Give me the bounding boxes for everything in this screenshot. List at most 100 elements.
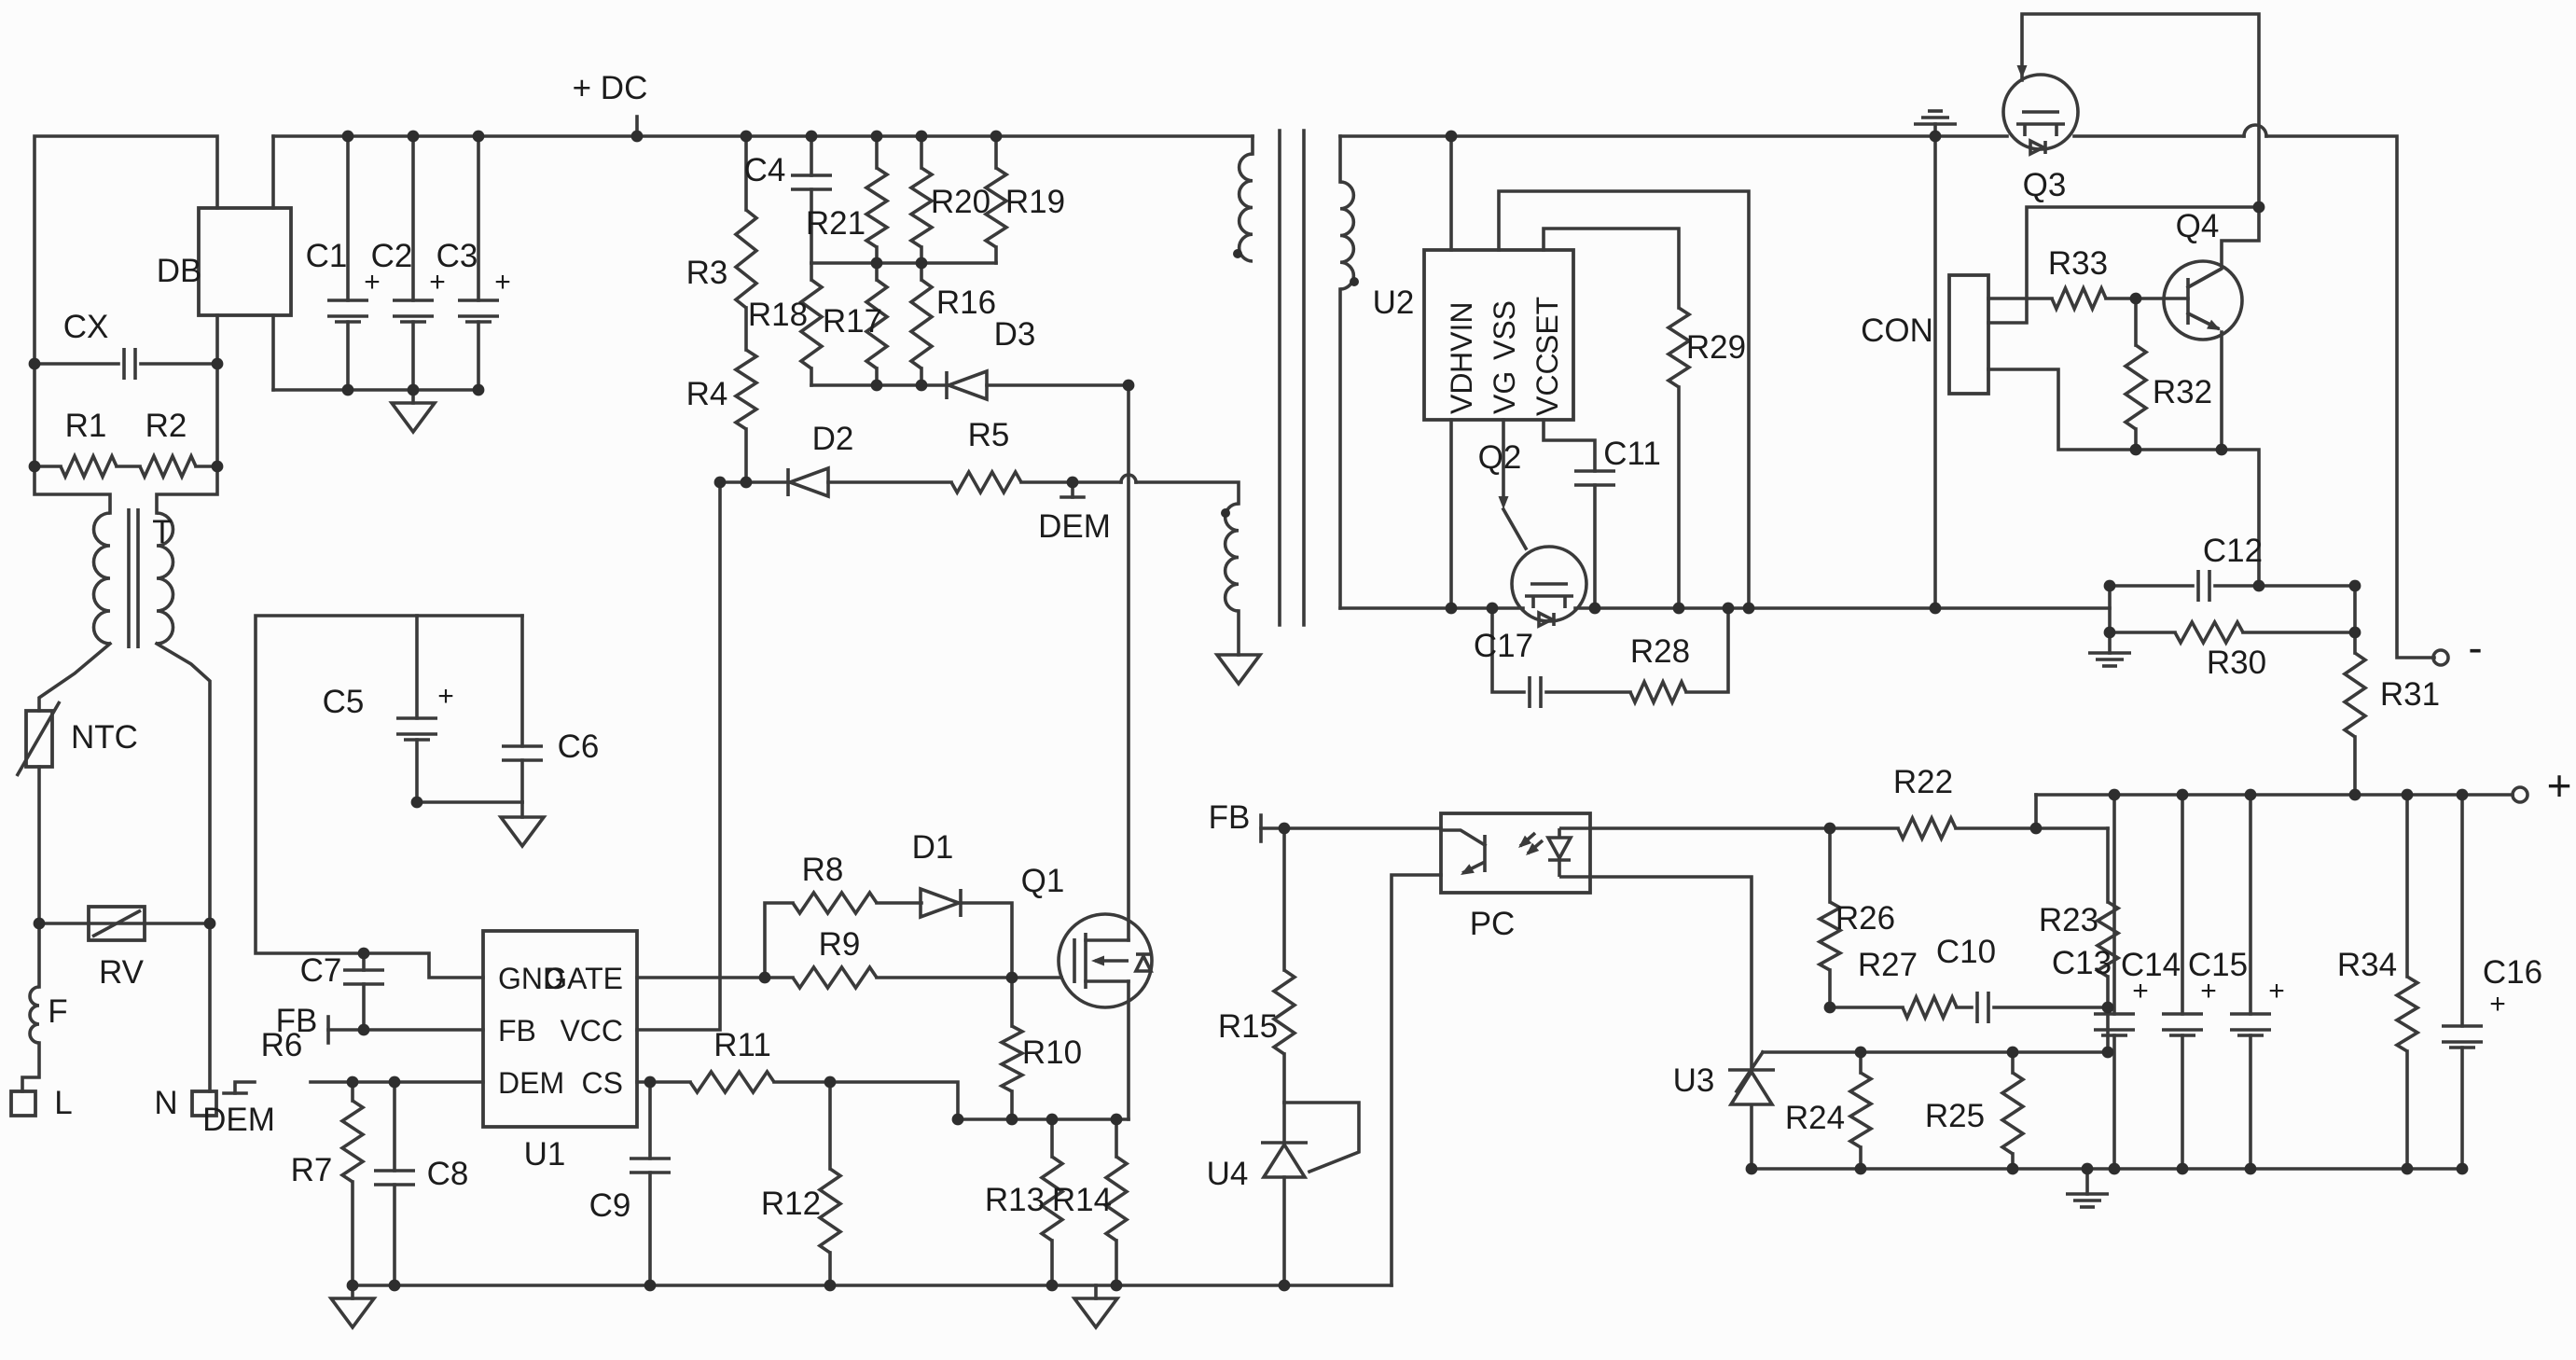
label-f: F: [48, 993, 67, 1030]
label-ntc: NTC: [71, 719, 138, 756]
label-u1gnd: GND: [498, 962, 564, 995]
label-c14p: +: [2200, 976, 2217, 1006]
label-c1: C1: [306, 238, 348, 274]
components-layer: [9, 65, 2529, 1331]
label-db: DB: [157, 253, 202, 289]
label-n: N: [154, 1085, 177, 1121]
label-c6: C6: [558, 729, 600, 765]
label-c15: C15: [2188, 947, 2248, 983]
label-u2vg: VG: [1488, 371, 1521, 414]
label-u1cs: CS: [582, 1066, 623, 1100]
label-u2set: SET: [1530, 297, 1564, 354]
label-r8: R8: [802, 852, 844, 888]
label-c2p: +: [429, 267, 446, 298]
label-r21: R21: [806, 205, 866, 242]
label-r29: R29: [1686, 329, 1746, 366]
label-u1vcc: VCC: [560, 1014, 623, 1048]
label-q2: Q2: [1478, 439, 1522, 476]
label-q4: Q4: [2176, 208, 2220, 244]
label-r14: R14: [1052, 1182, 1112, 1218]
label-r2: R2: [145, 408, 187, 444]
label-r4: R4: [686, 376, 728, 412]
label-c17: C17: [1474, 628, 1533, 664]
label-r16: R16: [936, 284, 996, 321]
label-r31: R31: [2380, 676, 2440, 713]
label-u1gate: GATE: [544, 962, 623, 995]
label-c16p: +: [2489, 989, 2506, 1020]
label-c2: C2: [371, 238, 413, 274]
label-d1: D1: [912, 829, 954, 866]
label-c14: C14: [2121, 947, 2181, 983]
label-c12: C12: [2203, 533, 2263, 569]
label-r13: R13: [985, 1182, 1045, 1218]
label-r10: R10: [1022, 1034, 1082, 1071]
label-r15: R15: [1218, 1008, 1278, 1045]
label-r30: R30: [2207, 645, 2266, 681]
label-demm: DEM: [1038, 508, 1111, 545]
label-r9: R9: [819, 926, 861, 963]
label-c11: C11: [1603, 436, 1661, 472]
label-t: T: [152, 514, 172, 550]
label-c1p: +: [364, 267, 381, 298]
label-pc: PC: [1470, 906, 1516, 942]
label-fbl: FB: [276, 1003, 318, 1039]
label-r12: R12: [761, 1186, 821, 1222]
label-r32: R32: [2153, 374, 2212, 410]
label-deml: DEM: [202, 1102, 275, 1138]
label-c16: C16: [2483, 954, 2542, 991]
label-c5p: +: [437, 681, 454, 712]
label-r33: R33: [2048, 245, 2108, 282]
label-dcplus: + DC: [573, 70, 648, 106]
label-r25: R25: [1925, 1098, 1985, 1134]
label-u2vcc: VCC: [1530, 353, 1564, 416]
label-r17: R17: [823, 303, 882, 340]
label-u1fb: FB: [498, 1014, 536, 1048]
label-q1: Q1: [1021, 863, 1065, 899]
label-r19: R19: [1005, 184, 1065, 220]
label-u3: U3: [1673, 1062, 1715, 1099]
label-u2vss: VSS: [1488, 300, 1521, 360]
label-r28: R28: [1630, 633, 1690, 670]
label-u4: U4: [1207, 1156, 1249, 1192]
label-r7: R7: [291, 1152, 333, 1188]
label-u2: U2: [1373, 284, 1415, 321]
label-r18: R18: [748, 297, 808, 333]
label-u2vd: VD: [1445, 373, 1478, 414]
label-u1: U1: [524, 1136, 566, 1173]
label-u1dem: DEM: [498, 1066, 564, 1100]
label-c9: C9: [589, 1187, 631, 1224]
label-r26: R26: [1835, 900, 1895, 937]
label-r20: R20: [931, 184, 990, 220]
label-r23: R23: [2039, 902, 2098, 938]
wires-layer: [21, 12, 2514, 1300]
label-cx: CX: [63, 309, 109, 345]
label-r1: R1: [65, 408, 107, 444]
label-c15p: +: [2268, 976, 2285, 1006]
label-c7: C7: [300, 952, 342, 989]
label-l: L: [54, 1085, 72, 1121]
label-r11: R11: [713, 1027, 771, 1063]
label-r6: R6: [261, 1027, 303, 1063]
label-rv: RV: [99, 954, 145, 991]
label-r22: R22: [1893, 764, 1953, 800]
label-c13: C13: [2052, 945, 2112, 981]
label-outm: -: [2468, 623, 2482, 672]
label-c3: C3: [436, 238, 478, 274]
label-q3: Q3: [2023, 167, 2067, 203]
label-d3: D3: [994, 316, 1036, 353]
label-d2: D2: [812, 421, 854, 457]
label-u2hvin: HVIN: [1445, 302, 1478, 373]
label-r5: R5: [968, 417, 1010, 453]
label-c5: C5: [323, 684, 365, 720]
label-c13p: +: [2132, 976, 2149, 1006]
label-con: CON: [1861, 312, 1933, 349]
label-c8: C8: [427, 1156, 469, 1192]
label-r24: R24: [1785, 1100, 1845, 1136]
label-r34: R34: [2337, 947, 2397, 983]
label-outp: +: [2547, 761, 2572, 810]
junction-dots-layer: [28, 130, 2469, 1292]
label-c4: C4: [744, 152, 786, 188]
label-fbr: FB: [1209, 799, 1251, 836]
